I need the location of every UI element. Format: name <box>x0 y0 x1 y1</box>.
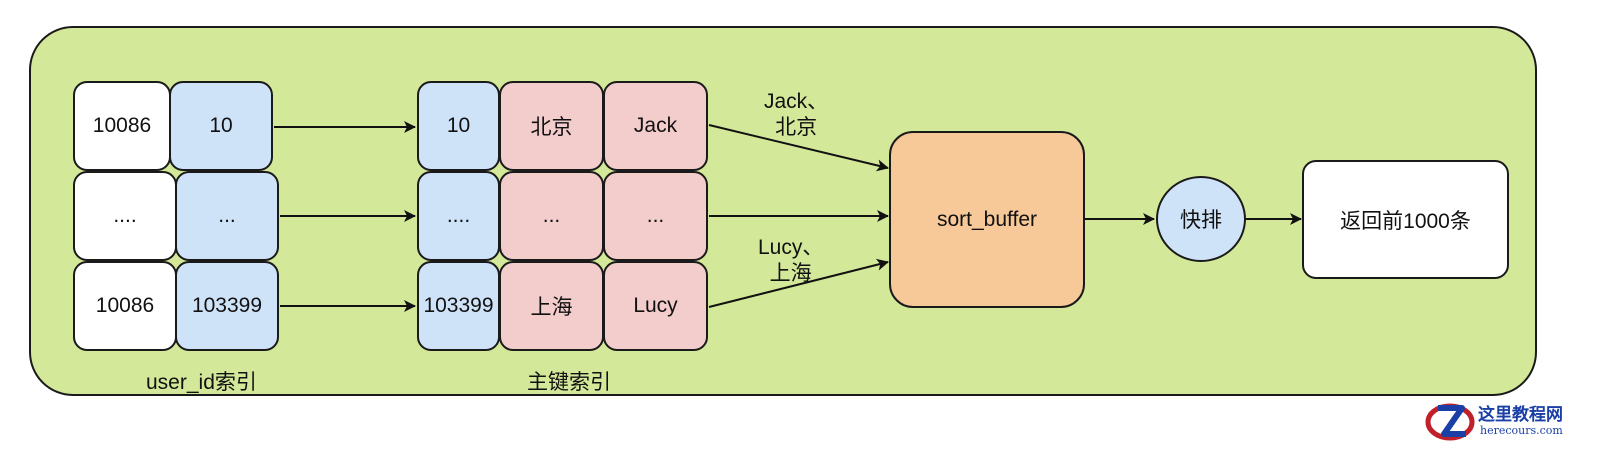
primary-userid-cell-2: .... <box>417 171 500 261</box>
secondary-id-cell-2: .... <box>73 171 177 261</box>
edge-label-jack-line2: 北京 <box>775 116 818 139</box>
secondary-id-cell-3: 10086 <box>73 261 177 351</box>
primary-city-cell-1: 北京 <box>499 81 604 171</box>
edge-label-jack: Jack、 北京 <box>764 89 828 141</box>
watermark: 这里教程网 herecours.com <box>1424 396 1600 446</box>
secondary-userid-cell-2: ... <box>175 171 279 261</box>
z-logo-icon <box>1425 403 1475 441</box>
primary-name-cell-1: Jack <box>603 81 708 171</box>
watermark-text: 这里教程网 <box>1478 405 1563 425</box>
arrow-lucy-to-buffer <box>708 258 889 308</box>
diagram-panel <box>29 26 1537 396</box>
primary-userid-cell-3: 103399 <box>417 261 500 351</box>
edge-label-lucy-line1: Lucy、 <box>758 236 824 259</box>
primary-name-cell-3: Lucy <box>603 261 708 351</box>
primary-city-cell-2: ... <box>499 171 604 261</box>
secondary-userid-cell-3: 103399 <box>175 261 279 351</box>
arrow-jack-to-buffer <box>708 124 889 172</box>
primary-userid-cell-1: 10 <box>417 81 500 171</box>
quicksort-node: 快排 <box>1156 176 1246 262</box>
primary-index-caption: 主键索引 <box>527 371 611 394</box>
edge-label-lucy: Lucy、 上海 <box>758 235 823 287</box>
sort-buffer-box: sort_buffer <box>889 131 1085 308</box>
watermark-sub: herecours.com <box>1480 424 1563 437</box>
edge-label-jack-line1: Jack、 <box>764 90 829 113</box>
primary-name-cell-2: ... <box>603 171 708 261</box>
secondary-index-caption: user_id索引 <box>146 371 257 394</box>
edge-label-lucy-line2: 上海 <box>769 262 812 285</box>
secondary-id-cell-1: 10086 <box>73 81 171 171</box>
result-box: 返回前1000条 <box>1302 160 1509 279</box>
secondary-userid-cell-1: 10 <box>169 81 273 171</box>
